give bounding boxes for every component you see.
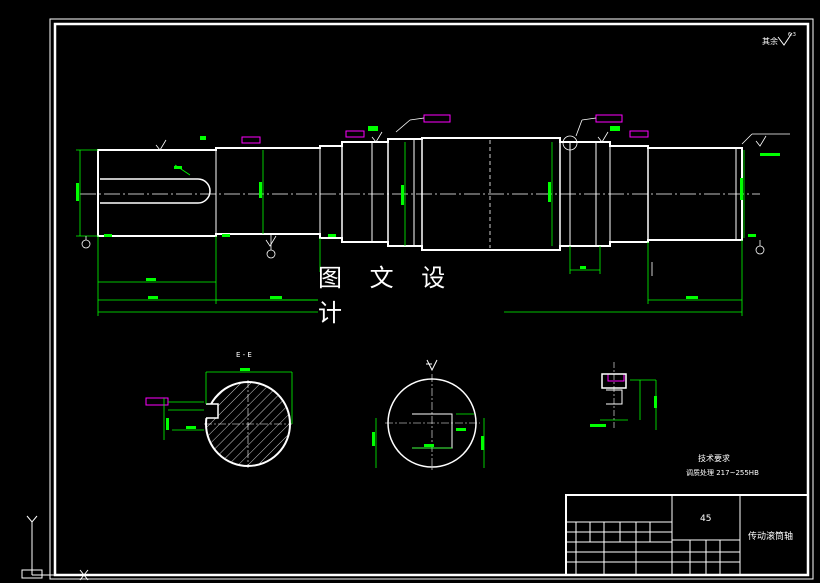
dimension-text-marks — [76, 126, 780, 299]
title-block: 45 传动滚筒轴 — [565, 494, 809, 576]
watermark-label: 图 文 设 计 — [318, 264, 504, 327]
detail-view-right — [590, 362, 657, 430]
section-view-middle — [372, 359, 485, 472]
section-view-e-e: E - E — [163, 351, 293, 468]
surface-roughness-symbols — [155, 131, 767, 247]
ucs-axis-icon — [21, 515, 89, 581]
tech-req-line: 调质处理 217~255HB — [686, 468, 759, 477]
technical-requirements: 技术要求 调质处理 217~255HB — [686, 453, 759, 477]
roughness-label: 其余 — [762, 36, 778, 46]
dimension-lines — [76, 142, 745, 316]
part-name-text: 传动滚筒轴 — [748, 530, 793, 542]
material-text: 45 — [700, 514, 711, 524]
keyway-notch — [204, 404, 218, 418]
section-label: E - E — [236, 351, 252, 359]
roughness-symbol-icon — [777, 32, 793, 46]
roughness-note: 其余 6.3 — [762, 32, 796, 46]
datum-markers — [81, 135, 765, 259]
annotation-leaders — [395, 117, 790, 276]
drawing-frame — [49, 18, 814, 580]
roughness-value: 6.3 — [788, 32, 796, 38]
tech-req-title: 技术要求 — [698, 453, 730, 463]
